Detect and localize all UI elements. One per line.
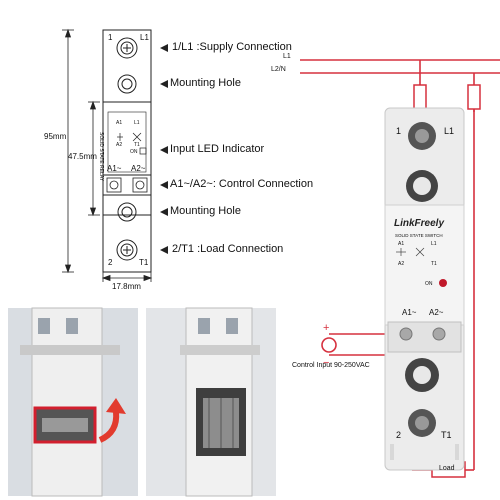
half-height-dimension — [88, 100, 100, 217]
width-dimension — [101, 272, 153, 282]
fuses — [413, 84, 481, 110]
device-terminal-2-label: 2 — [396, 430, 402, 440]
drawing-terminal-2-label: 2 — [108, 258, 113, 267]
callout-mounting-hole-bottom: Mounting Hole — [170, 205, 241, 217]
wire-l1-label: L1 — [283, 53, 291, 60]
drawing-a2-terminal-label: A2~ — [131, 164, 146, 173]
width-dimension-label: 17.8mm — [112, 282, 141, 291]
control-source-symbol — [321, 337, 337, 353]
control-input-label: Control Input 90-250VAC — [292, 362, 370, 369]
device-a1-label: A1 — [398, 241, 405, 247]
device-terminal-l1-label: L1 — [444, 126, 455, 136]
drawing-terminal-t1-label: T1 — [139, 258, 149, 267]
device-outline-drawing — [102, 29, 152, 273]
din-rail-photo-right — [146, 307, 276, 497]
drawing-side-text: SOLID STATE RELAY — [98, 132, 104, 182]
drawing-a1-label: A1 — [116, 120, 123, 126]
device-on-label: ON — [425, 281, 433, 287]
control-minus-label: − — [323, 357, 330, 369]
drawing-on-label: ON — [130, 149, 138, 155]
drawing-a1-terminal-label: A1~ — [107, 164, 122, 173]
callout-arrows — [160, 44, 168, 254]
callout-mounting-hole-top: Mounting Hole — [170, 77, 241, 89]
top-screw-drawing — [116, 37, 138, 59]
wire-l2n-label: L2/N — [271, 66, 286, 73]
device-a2-label: A2 — [398, 261, 405, 267]
load-label: Load — [439, 465, 455, 472]
callout-input-led: Input LED Indicator — [170, 143, 265, 155]
drawing-a2-label: A2 — [116, 142, 123, 148]
drawing-t1-small-label: T1 — [134, 142, 140, 148]
drawing-terminal-l1-label: L1 — [140, 33, 149, 42]
device-photo — [384, 107, 465, 471]
device-brand-logo: LinkFreely — [394, 218, 445, 229]
callout-load-connection: 2/T1 :Load Connection — [172, 243, 284, 255]
bottom-mounting-hole-drawing — [117, 202, 137, 222]
device-a2-terminal-label: A2~ — [429, 308, 444, 317]
device-a1-terminal-label: A1~ — [402, 308, 417, 317]
device-terminal-t1-label: T1 — [441, 430, 452, 440]
height-dimension — [62, 28, 74, 274]
control-terminal-screws-drawing — [106, 177, 148, 193]
height-dimension-label: 95mm — [44, 132, 67, 141]
top-mounting-hole-drawing — [117, 74, 137, 94]
bottom-screw-drawing — [116, 239, 138, 261]
control-plus-label: + — [323, 322, 330, 334]
relay-symbol-drawing — [117, 132, 147, 155]
device-terminal-1-label: 1 — [396, 126, 402, 136]
half-height-dimension-label: 47.5mm — [68, 152, 97, 161]
callout-control-connection: A1~/A2~: Control Connection — [170, 178, 314, 190]
device-l1-small-label: L1 — [431, 241, 437, 247]
drawing-l1-small-label: L1 — [134, 120, 140, 126]
drawing-terminal-1-label: 1 — [108, 33, 113, 42]
din-rail-photo-left — [8, 307, 138, 497]
device-product-label: SOLID STATE SWITCH — [395, 233, 443, 238]
device-t1-small-label: T1 — [431, 261, 437, 267]
callout-supply-connection: 1/L1 :Supply Connection — [172, 41, 292, 53]
